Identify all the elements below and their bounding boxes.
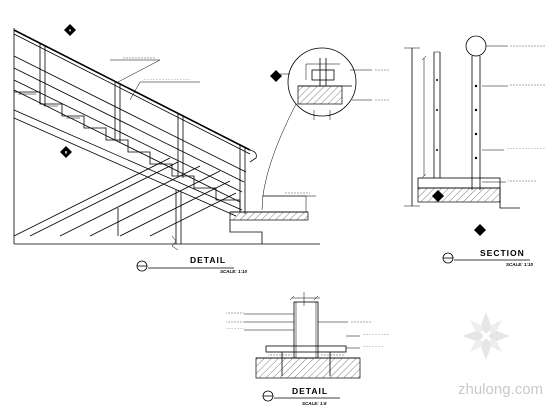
detail-bottom-title-label: DETAIL (292, 386, 328, 396)
detail-title-label: DETAIL (190, 255, 226, 265)
zoom-detail-circle (261, 47, 390, 211)
watermark-text: zhulong.com (458, 381, 543, 398)
svg-text:B: B (65, 151, 68, 155)
section-tag-icon: A (64, 24, 76, 36)
post-base-detail (226, 292, 390, 379)
detail-title-bottom: DETAIL SCALE: 1:5 (262, 386, 340, 406)
stair-elevation: A B (13, 24, 320, 251)
detail-scale-label: SCALE: 1:10 (220, 269, 248, 274)
tag-icon (270, 70, 282, 82)
svg-text:A: A (69, 29, 72, 33)
tag-icon (474, 224, 486, 236)
tag-icon (432, 190, 444, 202)
railing-section (404, 35, 546, 236)
section-scale-label: SCALE: 1:10 (506, 262, 534, 267)
section-title-label: SECTION (480, 248, 525, 258)
watermark-logo-icon (462, 312, 510, 360)
section-tag-icon: B (60, 146, 72, 158)
detail-bottom-scale-label: SCALE: 1:5 (302, 401, 327, 406)
section-title: SECTION SCALE: 1:10 (442, 248, 534, 267)
detail-title-top: DETAIL SCALE: 1:10 (136, 255, 248, 274)
